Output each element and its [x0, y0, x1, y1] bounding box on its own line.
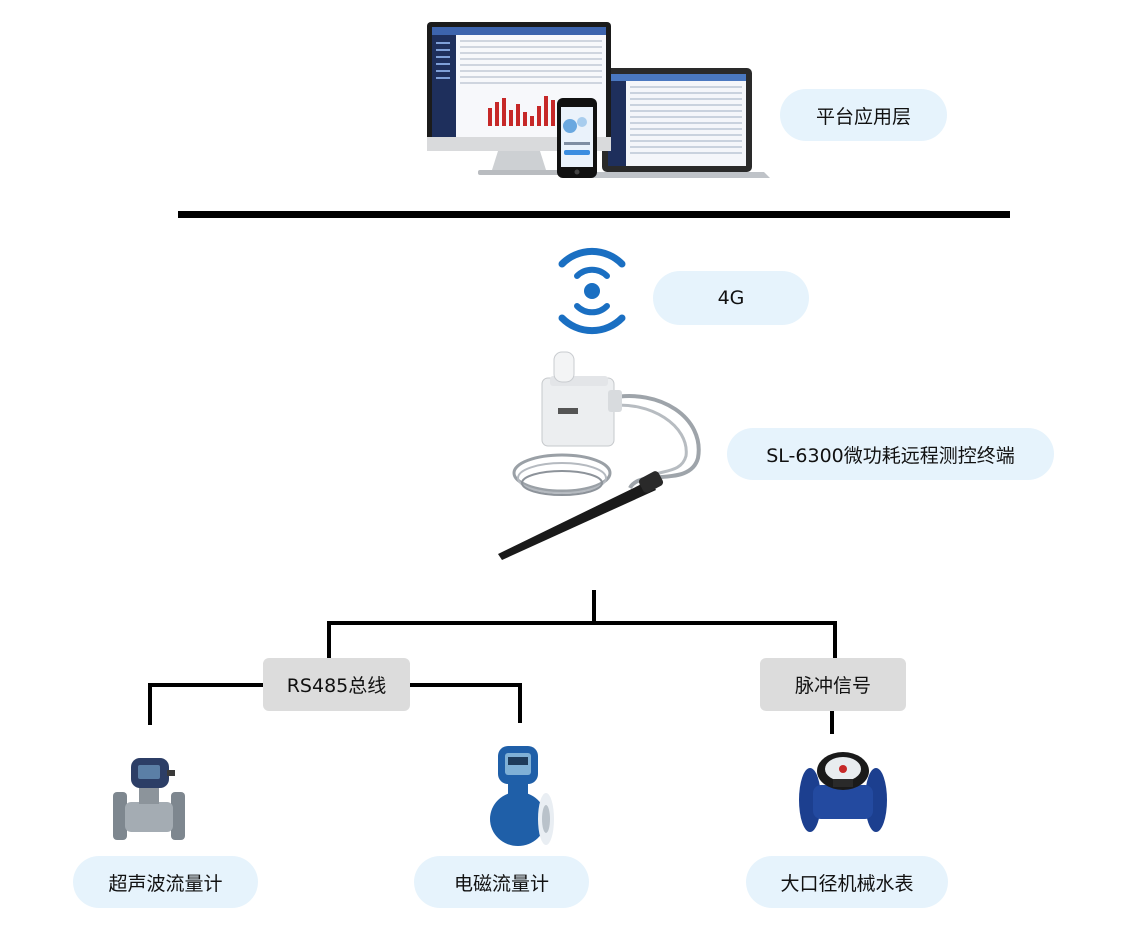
ultrasonic-flowmeter-image [113, 758, 185, 840]
connector-rs485-left [148, 683, 266, 687]
network-label: 4G [653, 271, 809, 325]
connector-trunk [592, 590, 596, 623]
wireless-signal-icon [558, 247, 626, 335]
connector-rs485-left-drop [148, 683, 152, 725]
platform-devices-image [427, 22, 770, 178]
connector-branch [327, 621, 837, 625]
terminal-device-image [498, 351, 701, 560]
rs485-bus-box: RS485总线 [263, 658, 410, 711]
connector-pulse-drop [830, 710, 834, 734]
platform-label: 平台应用层 [780, 89, 947, 141]
mechanical-water-meter-label: 大口径机械水表 [746, 856, 948, 908]
ultrasonic-flowmeter-label: 超声波流量计 [73, 856, 258, 908]
connector-right-drop [833, 621, 837, 659]
connector-left-drop [327, 621, 331, 659]
layer-divider [178, 211, 1010, 218]
terminal-label: SL-6300微功耗远程测控终端 [727, 428, 1054, 480]
electromagnetic-flowmeter-image [490, 746, 554, 846]
connector-rs485-right-drop [518, 683, 522, 723]
connector-rs485-right [408, 683, 522, 687]
mechanical-water-meter-image [799, 752, 887, 832]
pulse-signal-box: 脉冲信号 [760, 658, 906, 711]
electromagnetic-flowmeter-label: 电磁流量计 [414, 856, 589, 908]
